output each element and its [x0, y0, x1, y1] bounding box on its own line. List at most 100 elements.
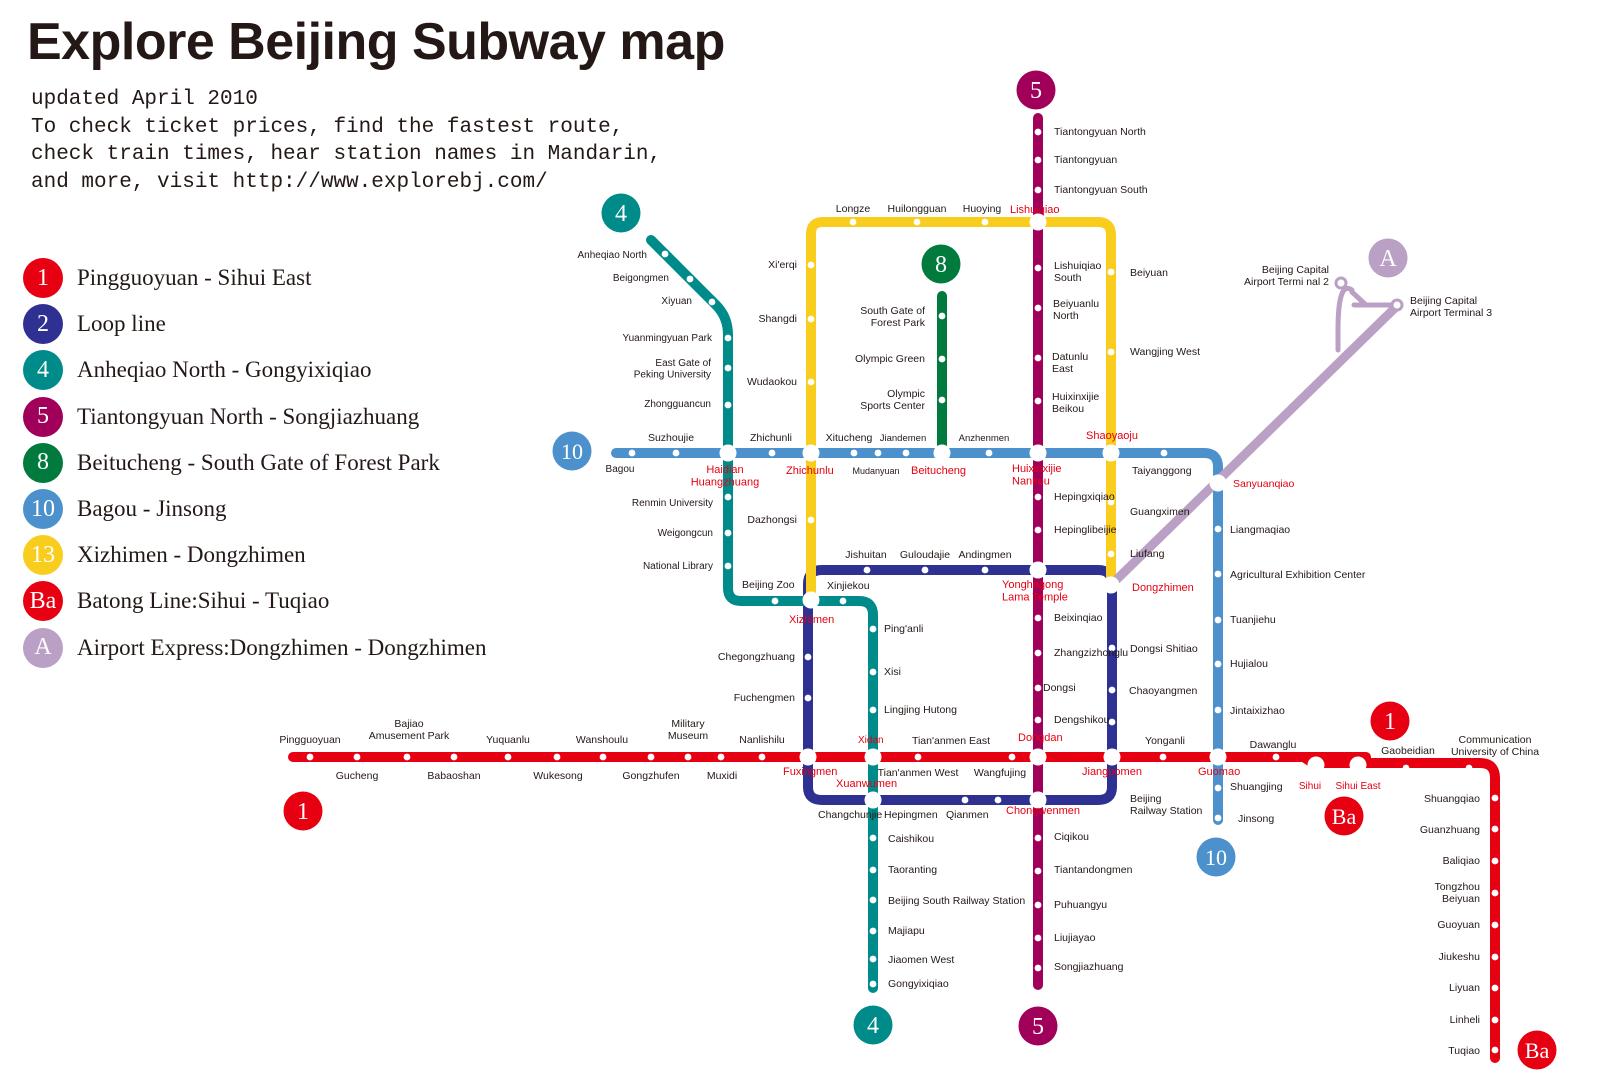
station-dot [724, 493, 732, 501]
station-dot [804, 653, 812, 661]
badge-circle [1517, 1030, 1557, 1070]
station-label-jiaomen-west: Jiaomen West [888, 954, 954, 966]
badge-circle [1370, 701, 1410, 741]
station-label-beigongmen: Beigongmen [613, 273, 669, 284]
intro-line-1: To check ticket prices, find the fastest… [31, 115, 624, 139]
station-dot [1107, 348, 1115, 356]
line-badge-ba: Ba [23, 581, 63, 622]
station-dot [1491, 794, 1499, 802]
station-label-baliqiao: Baliqiao [1443, 855, 1481, 867]
station-dot [807, 516, 815, 524]
badge-text: 1 [1384, 709, 1396, 735]
station-label-hepingxiqiao: Hepingxiqiao [1054, 491, 1115, 503]
station-label-weigongcun: Weigongcun [658, 528, 713, 539]
line-badge-5: 5 [23, 396, 63, 437]
station-dot [1034, 304, 1042, 312]
badge-circle [552, 431, 592, 471]
transfer-station [1102, 576, 1120, 594]
station-label-wangjing-west: Wangjing West [1130, 346, 1200, 358]
station-dot [686, 275, 694, 283]
station-dot [768, 449, 776, 457]
station-dot [839, 597, 847, 605]
station-dot [1214, 814, 1222, 822]
station-dot [869, 706, 877, 714]
station-dot [1465, 764, 1473, 772]
transfer-station [933, 444, 951, 462]
station-dot [661, 250, 669, 258]
badge-line-4-south-terminal: 4 [853, 1005, 893, 1045]
line-badge-8: 8 [23, 442, 63, 483]
station-label-dongsi: Dongsi [1043, 682, 1076, 694]
legend-item-2: 2 Loop line [23, 301, 486, 347]
station-label-beixinqiao: Beixinqiao [1054, 612, 1103, 624]
station-label-hepinglibeijie: Hepinglibeijie [1054, 524, 1117, 536]
station-label-wanshoulu: Wanshoulu [576, 734, 628, 746]
station-dot [724, 401, 732, 409]
line-10-route [611, 448, 1223, 825]
station-dot [1402, 764, 1410, 772]
transfer-station [1209, 748, 1227, 766]
station-label-gucheng: Gucheng [336, 770, 379, 782]
legend-label: Xizhimen - Dongzhimen [77, 542, 306, 568]
transfer-station [1029, 791, 1047, 809]
station-label-xidan: Xidan [858, 735, 884, 746]
station-dot [1034, 128, 1042, 136]
badge-circle [853, 1005, 893, 1045]
station-label-gongyixiqiao: Gongyixiqiao [888, 978, 949, 990]
legend-label: Loop line [77, 311, 166, 337]
transfer-station [1307, 756, 1325, 774]
station-dot [1159, 753, 1167, 761]
station-label-tuanjiehu: Tuanjiehu [1230, 614, 1276, 626]
badge-line-10-south-terminal: 10 [1196, 837, 1236, 877]
page-title: Explore Beijing Subway map [27, 13, 725, 71]
station-label-huilongguan: Huilongguan [888, 203, 947, 215]
line-badge-2: 2 [23, 304, 63, 345]
lines-layer [288, 113, 1500, 1063]
station-label-dongdan: Dongdan [1018, 732, 1063, 744]
station-dot [961, 796, 969, 804]
badge-circle [921, 244, 961, 284]
badge-airport-express-terminal: A [1368, 238, 1408, 278]
station-dot [869, 866, 877, 874]
labels-layer: Tiantongyuan NorthTiantongyuanTiantongyu… [279, 126, 1539, 1057]
badge-text: Ba [1525, 1038, 1550, 1063]
station-label-andingmen: Andingmen [958, 549, 1011, 561]
station-label-guangximen: Guangximen [1130, 506, 1190, 518]
badge-line-5-south-terminal: 5 [1018, 1006, 1058, 1046]
station-dot [804, 694, 812, 702]
station-label-nanlishilu: Nanlishilu [739, 734, 785, 746]
station-label-renmin-university: Renmin University [632, 498, 713, 509]
batong-route [1351, 758, 1500, 1063]
station-label-xisi: Xisi [884, 666, 901, 678]
station-dot [724, 529, 732, 537]
terminal-3-station [1390, 298, 1404, 312]
badge-circle [1196, 837, 1236, 877]
transfer-station [1029, 444, 1047, 462]
station-dot [1491, 1016, 1499, 1024]
legend-label: Pingguoyuan - Sihui East [77, 265, 312, 291]
station-label-ciqikou: Ciqikou [1054, 831, 1089, 843]
station-dot [1491, 984, 1499, 992]
badge-text: 10 [561, 439, 583, 464]
station-label-zhongguancun: Zhongguancun [644, 399, 711, 410]
station-label-tiantongyuan-north: Tiantongyuan North [1054, 126, 1146, 138]
station-label-tiantandongmen: Tiantandongmen [1054, 864, 1133, 876]
station-label-anheqiao-north: Anheqiao North [578, 250, 648, 261]
station-label-puhuangyu: Puhuangyu [1054, 899, 1107, 911]
station-dot [1108, 686, 1116, 694]
station-dot [1008, 753, 1016, 761]
station-dot [1034, 649, 1042, 657]
station-label-beiyuan: Beiyuan [1130, 267, 1168, 279]
station-label-gongzhufen: Gongzhufen [622, 770, 679, 782]
station-label-dazhongsi: Dazhongsi [747, 514, 797, 526]
updated-line: updated April 2010 [31, 88, 258, 111]
station-dot [850, 449, 858, 457]
station-dot [1034, 964, 1042, 972]
